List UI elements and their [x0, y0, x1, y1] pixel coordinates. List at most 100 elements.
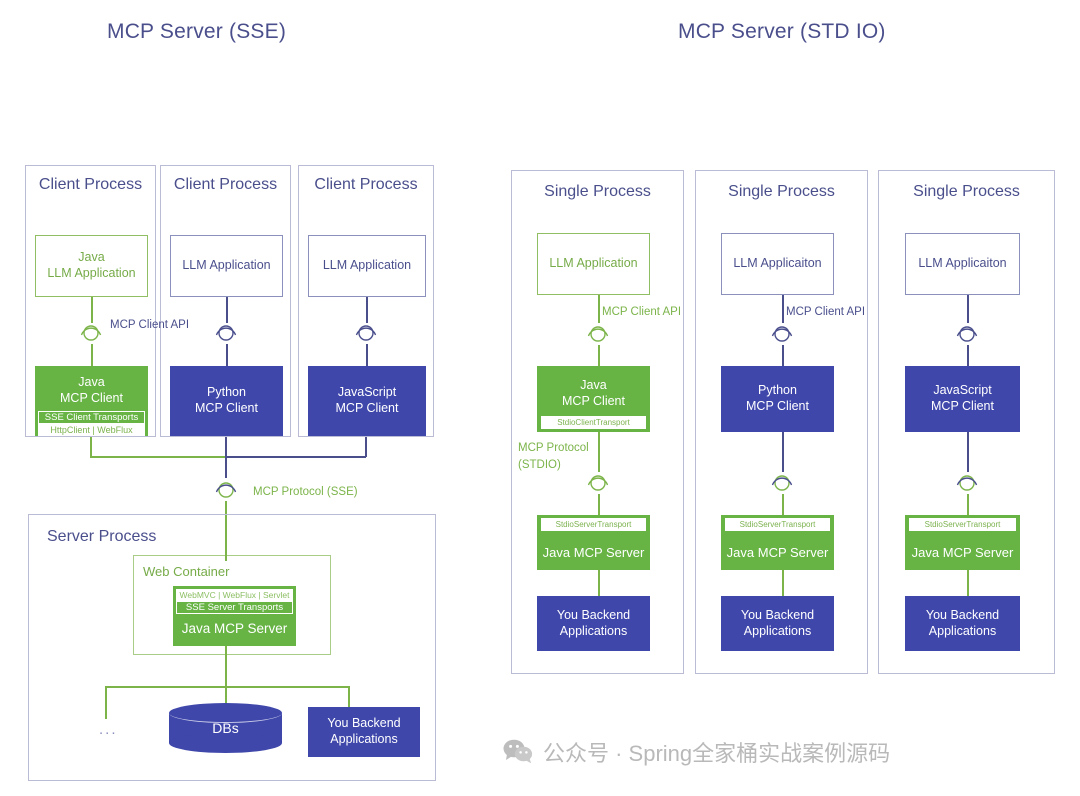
database-label: DBs [212, 720, 239, 736]
backend-line2: Applications [330, 732, 398, 746]
mcp-client-api-socket-1 [76, 318, 106, 348]
mcp-client-api-socket-s3 [952, 319, 982, 349]
mcp-protocol-stdio-label-line1: MCP Protocol [518, 442, 589, 454]
client-process-3: Client Process LLM Application JavaScrip… [298, 165, 434, 437]
llm-application-box-s1: LLM Application [537, 233, 650, 295]
client-process-1-title: Client Process [38, 176, 143, 193]
sse-server-transports-chip: SSE Server Transports [176, 601, 293, 614]
connector-app-to-socket-2 [226, 297, 228, 323]
backend-bus-db-drop [225, 686, 227, 710]
connector-socket-to-client-s2 [782, 345, 784, 367]
stdio-client-transport-chip: StdioClientTransport [541, 416, 646, 429]
more-items-ellipsis: ... [99, 721, 118, 738]
backend-applications-box-s1: You Backend Applications [537, 596, 650, 651]
connector-app-to-socket-s3 [967, 295, 969, 323]
backend-bus-horizontal [105, 686, 349, 688]
bus-drop-client2 [225, 437, 227, 457]
mcp-client-api-label-s1: MCP Client API [602, 306, 682, 318]
stdio-server-transport-chip: StdioServerTransport [909, 518, 1016, 531]
mcp-protocol-stdio-label-line2: (STDIO) [518, 459, 561, 471]
connector-client-to-protocol-s1 [598, 432, 600, 472]
web-frameworks-chip: WebMVC | WebFlux | Servlet [176, 589, 293, 601]
llm-application-box-s2: LLM Applicaiton [721, 233, 834, 295]
client-process-1: Client Process Java LLM Application Java… [25, 165, 156, 437]
connector-server-to-backend-s1 [598, 570, 600, 597]
mcp-client-api-socket-3 [351, 318, 381, 348]
bus-horizontal-green [90, 456, 227, 458]
mcp-protocol-stdio-socket-s2 [767, 468, 797, 498]
backend-line1: You Backend [740, 607, 815, 622]
backend-applications-box: You Backend Applications [308, 707, 420, 757]
bus-to-protocol-socket [225, 456, 227, 478]
http-client-webflux-chip: HttpClient | WebFlux [38, 424, 145, 436]
backend-line1: You Backend [327, 716, 401, 731]
stdio-server-transport-chip: StdioServerTransport [541, 518, 646, 531]
java-mcp-server-label: Java MCP Server [542, 544, 645, 560]
connector-client-to-protocol-s2 [782, 432, 784, 472]
java-mcp-server-label: Java MCP Server [726, 544, 829, 560]
connector-app-to-socket-s2 [782, 295, 784, 323]
backend-applications-box-s3: You Backend Applications [905, 596, 1020, 651]
mcp-protocol-stdio-socket-s3 [952, 468, 982, 498]
backend-bus-left-drop [105, 686, 107, 719]
single-process-2-title: Single Process [728, 183, 835, 200]
connector-server-to-backend-s3 [967, 570, 969, 597]
client-process-3-title: Client Process [314, 176, 418, 193]
mcp-client-line2: MCP Client [335, 401, 399, 415]
sse-client-transports-chip: SSE Client Transports [38, 411, 145, 424]
mcp-client-box-s3: JavaScript MCP Client [905, 366, 1020, 432]
bus-drop-client3 [365, 437, 367, 457]
web-container-label: Web Container [143, 564, 230, 579]
mcp-client-box-3: JavaScript MCP Client [308, 366, 426, 436]
connector-socket-to-client-3 [366, 344, 368, 368]
llm-application-box-2: LLM Application [170, 235, 283, 297]
mcp-client-line2: MCP Client [562, 393, 625, 408]
stdio-server-transport-chip: StdioServerTransport [725, 518, 830, 531]
mcp-client-box-s2: Python MCP Client [721, 366, 834, 432]
single-process-1-title: Single Process [544, 183, 651, 200]
wechat-icon [503, 739, 533, 765]
java-mcp-server-label: Java MCP Server [911, 544, 1014, 560]
backend-line2: Applications [743, 623, 812, 638]
connector-server-to-bus [225, 646, 227, 687]
llm-app-label: LLM Application [549, 256, 638, 271]
mcp-client-line2: MCP Client [746, 399, 809, 413]
llm-app-line2: LLM Application [47, 266, 136, 280]
single-process-3: Single Process LLM Applicaiton JavaScrip… [878, 170, 1055, 674]
connector-protocol-to-server-s1 [598, 494, 600, 516]
mcp-client-api-socket-s1 [583, 319, 613, 349]
single-process-3-title: Single Process [913, 183, 1020, 200]
single-process-2: Single Process LLM Applicaiton MCP Clien… [695, 170, 868, 674]
connector-socket-to-client-2 [226, 344, 228, 368]
java-mcp-server-label: Java MCP Server [181, 621, 288, 637]
mcp-client-line1: JavaScript [337, 385, 397, 400]
watermark-text: 公众号 · Spring全家桶实战案例源码 [543, 741, 891, 766]
backend-line1: You Backend [556, 607, 631, 622]
client-process-2: Client Process LLM Application Python MC… [160, 165, 291, 437]
mcp-client-line2: MCP Client [931, 399, 994, 413]
database-cylinder: DBs [169, 703, 282, 753]
single-process-1: Single Process LLM Application MCP Clien… [511, 170, 684, 674]
backend-applications-box-s2: You Backend Applications [721, 596, 834, 651]
mcp-client-box-2: Python MCP Client [170, 366, 283, 436]
mcp-client-line1: JavaScript [933, 383, 992, 398]
mcp-protocol-sse-socket [211, 475, 241, 505]
mcp-client-api-socket-2 [211, 318, 241, 348]
connector-socket-to-client-s1 [598, 345, 600, 367]
mcp-protocol-sse-label: MCP Protocol (SSE) [253, 486, 358, 498]
mcp-client-line1: Java [580, 378, 607, 392]
connector-protocol-to-server [225, 501, 227, 515]
mcp-client-line1: Python [758, 383, 797, 398]
llm-application-box-1: Java LLM Application [35, 235, 148, 297]
backend-line1: You Backend [925, 607, 1000, 622]
llm-app-line1: Java [78, 250, 105, 265]
llm-app-label: LLM Applicaiton [733, 256, 822, 271]
connector-app-to-socket-3 [366, 297, 368, 323]
connector-app-to-socket-1 [91, 297, 93, 323]
llm-app-label: LLM Applicaiton [918, 256, 1007, 271]
server-process-title: Server Process [47, 528, 157, 545]
connector-server-to-backend-s2 [782, 570, 784, 597]
llm-application-box-s3: LLM Applicaiton [905, 233, 1020, 295]
mcp-client-line2: MCP Client [195, 401, 258, 415]
mcp-client-api-label-s2: MCP Client API [786, 306, 866, 318]
